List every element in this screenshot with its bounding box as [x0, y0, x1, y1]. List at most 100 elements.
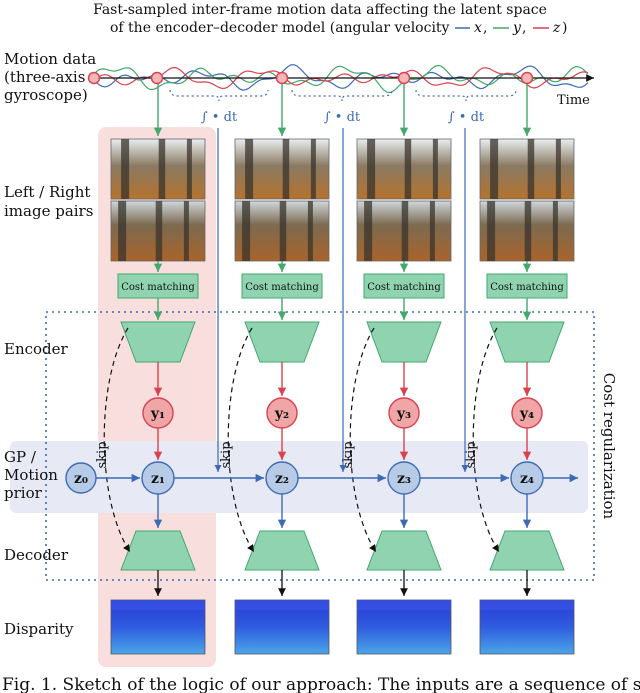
tree-trunk: [404, 139, 412, 199]
frame-column-1: Cost matching y₁ skip: [95, 84, 206, 655]
title-line-1: Fast-sampled inter-frame motion data aff…: [93, 2, 547, 18]
row-label-gp-3: prior: [4, 484, 43, 502]
latent-node: [510, 461, 544, 495]
legend-x-label: x: [474, 20, 482, 36]
highlight-band: [98, 127, 216, 667]
tree-trunk: [524, 201, 532, 261]
observation-label: y₂: [274, 406, 289, 422]
frame-dot: [275, 71, 289, 85]
tree-trunk: [429, 201, 435, 261]
skip-label: skip: [341, 441, 356, 468]
tree-trunk: [310, 139, 316, 199]
frame-column-4: Cost matching y₄ skip: [464, 84, 575, 655]
frame-dot: [150, 71, 164, 85]
decoder-block: [244, 530, 320, 571]
observation-label: y₄: [519, 406, 534, 422]
disparity-band: [357, 600, 451, 610]
tree-trunk: [527, 139, 535, 199]
tree-trunk: [183, 201, 189, 261]
cost-matching-box: [241, 273, 323, 299]
cost-matching-label: Cost matching: [367, 282, 441, 293]
decoder-block: [489, 530, 565, 571]
latent-node: [265, 461, 299, 495]
encoder-block: [366, 321, 442, 363]
skip-connection: [227, 327, 255, 553]
observation-label: y₃: [396, 406, 411, 422]
frame-dot: [520, 71, 534, 85]
frame-column-2: Cost matching y₂ skip: [219, 84, 330, 655]
frame-dot: [397, 71, 411, 85]
figure-caption: Fig. 1. Sketch of the logic of our appro…: [2, 675, 640, 693]
legend-y-label: y: [512, 20, 522, 36]
row-label-decoder: Decoder: [4, 546, 69, 564]
observation-label: y₁: [150, 406, 165, 422]
row-label-pairs-1: Left / Right: [4, 183, 90, 201]
disparity-band: [480, 600, 574, 610]
skip-connection: [472, 327, 500, 553]
cost-matching-box: [117, 273, 199, 299]
cost-matching-box: [486, 273, 568, 299]
row-label-disparity: Disparity: [4, 620, 74, 638]
tree-trunk: [367, 139, 376, 199]
latent-label: z₄: [520, 471, 534, 487]
tree-trunk: [432, 139, 438, 199]
tree-trunk: [155, 201, 163, 261]
skip-label: skip: [464, 441, 479, 468]
legend-z-label: z: [552, 20, 561, 36]
encoder-block: [120, 321, 196, 363]
frame-column-3: Cost matching y₃ skip: [341, 84, 452, 655]
frame-dot: [87, 71, 101, 85]
cost-matching-label: Cost matching: [490, 282, 564, 293]
gp-chain: z₀ z₁ z₂ z₃ z₄: [65, 128, 578, 495]
integral-label: ∫ • dt: [201, 110, 238, 125]
legend-close: ): [562, 20, 567, 36]
row-label-pairs-2: image pairs: [4, 202, 93, 220]
legend: x , y , z ): [455, 20, 567, 36]
legend-sep-2: ,: [522, 20, 526, 36]
tree-trunk: [158, 139, 166, 199]
integral-bracket: [169, 89, 269, 102]
tree-trunk: [242, 201, 251, 261]
integral-label: ∫ • dt: [324, 110, 361, 125]
row-label-motion-3: gyroscope): [4, 86, 88, 104]
tree-trunk: [245, 139, 254, 199]
row-label-motion-2: (three-axis: [4, 68, 85, 86]
tree-trunk: [307, 201, 313, 261]
row-label-gp-2: Motion: [4, 466, 58, 484]
tree-trunk: [186, 139, 192, 199]
decoder-block: [366, 530, 442, 571]
skip-label: skip: [219, 441, 234, 468]
title-line-2: of the encoder–decoder model (angular ve…: [110, 20, 450, 36]
signal-trace: [95, 66, 589, 90]
latent-label: z₁: [151, 471, 165, 487]
integral-bracket: [415, 89, 517, 102]
row-label-gp-1: GP /: [4, 448, 37, 466]
cost-matching-label: Cost matching: [121, 282, 195, 293]
latent-label: z₂: [275, 471, 289, 487]
skip-label: skip: [95, 441, 110, 468]
decoder-block: [120, 530, 196, 571]
row-label-motion-1: Motion data: [4, 50, 96, 68]
tree-trunk: [364, 201, 373, 261]
latent-node: [387, 461, 421, 495]
disparity-band: [111, 600, 205, 610]
tree-trunk: [552, 201, 558, 261]
row-label-encoder: Encoder: [4, 340, 69, 358]
initial-latent-label: z₀: [74, 471, 88, 487]
encoder-block: [489, 321, 565, 363]
cost-regularization-label: Cost regularization: [600, 373, 618, 520]
tree-trunk: [282, 139, 290, 199]
tree-trunk: [555, 139, 561, 199]
latent-label: z₃: [397, 471, 411, 487]
motion-signals: [95, 64, 589, 94]
tree-trunk: [279, 201, 287, 261]
latent-node: [141, 461, 175, 495]
integral-label: ∫ • dt: [448, 110, 485, 125]
tree-trunk: [121, 139, 130, 199]
integral-bracket: [291, 89, 393, 102]
legend-sep-1: ,: [483, 20, 487, 36]
cost-matching-label: Cost matching: [245, 282, 319, 293]
tree-trunk: [118, 201, 127, 261]
encoder-block: [244, 321, 320, 363]
